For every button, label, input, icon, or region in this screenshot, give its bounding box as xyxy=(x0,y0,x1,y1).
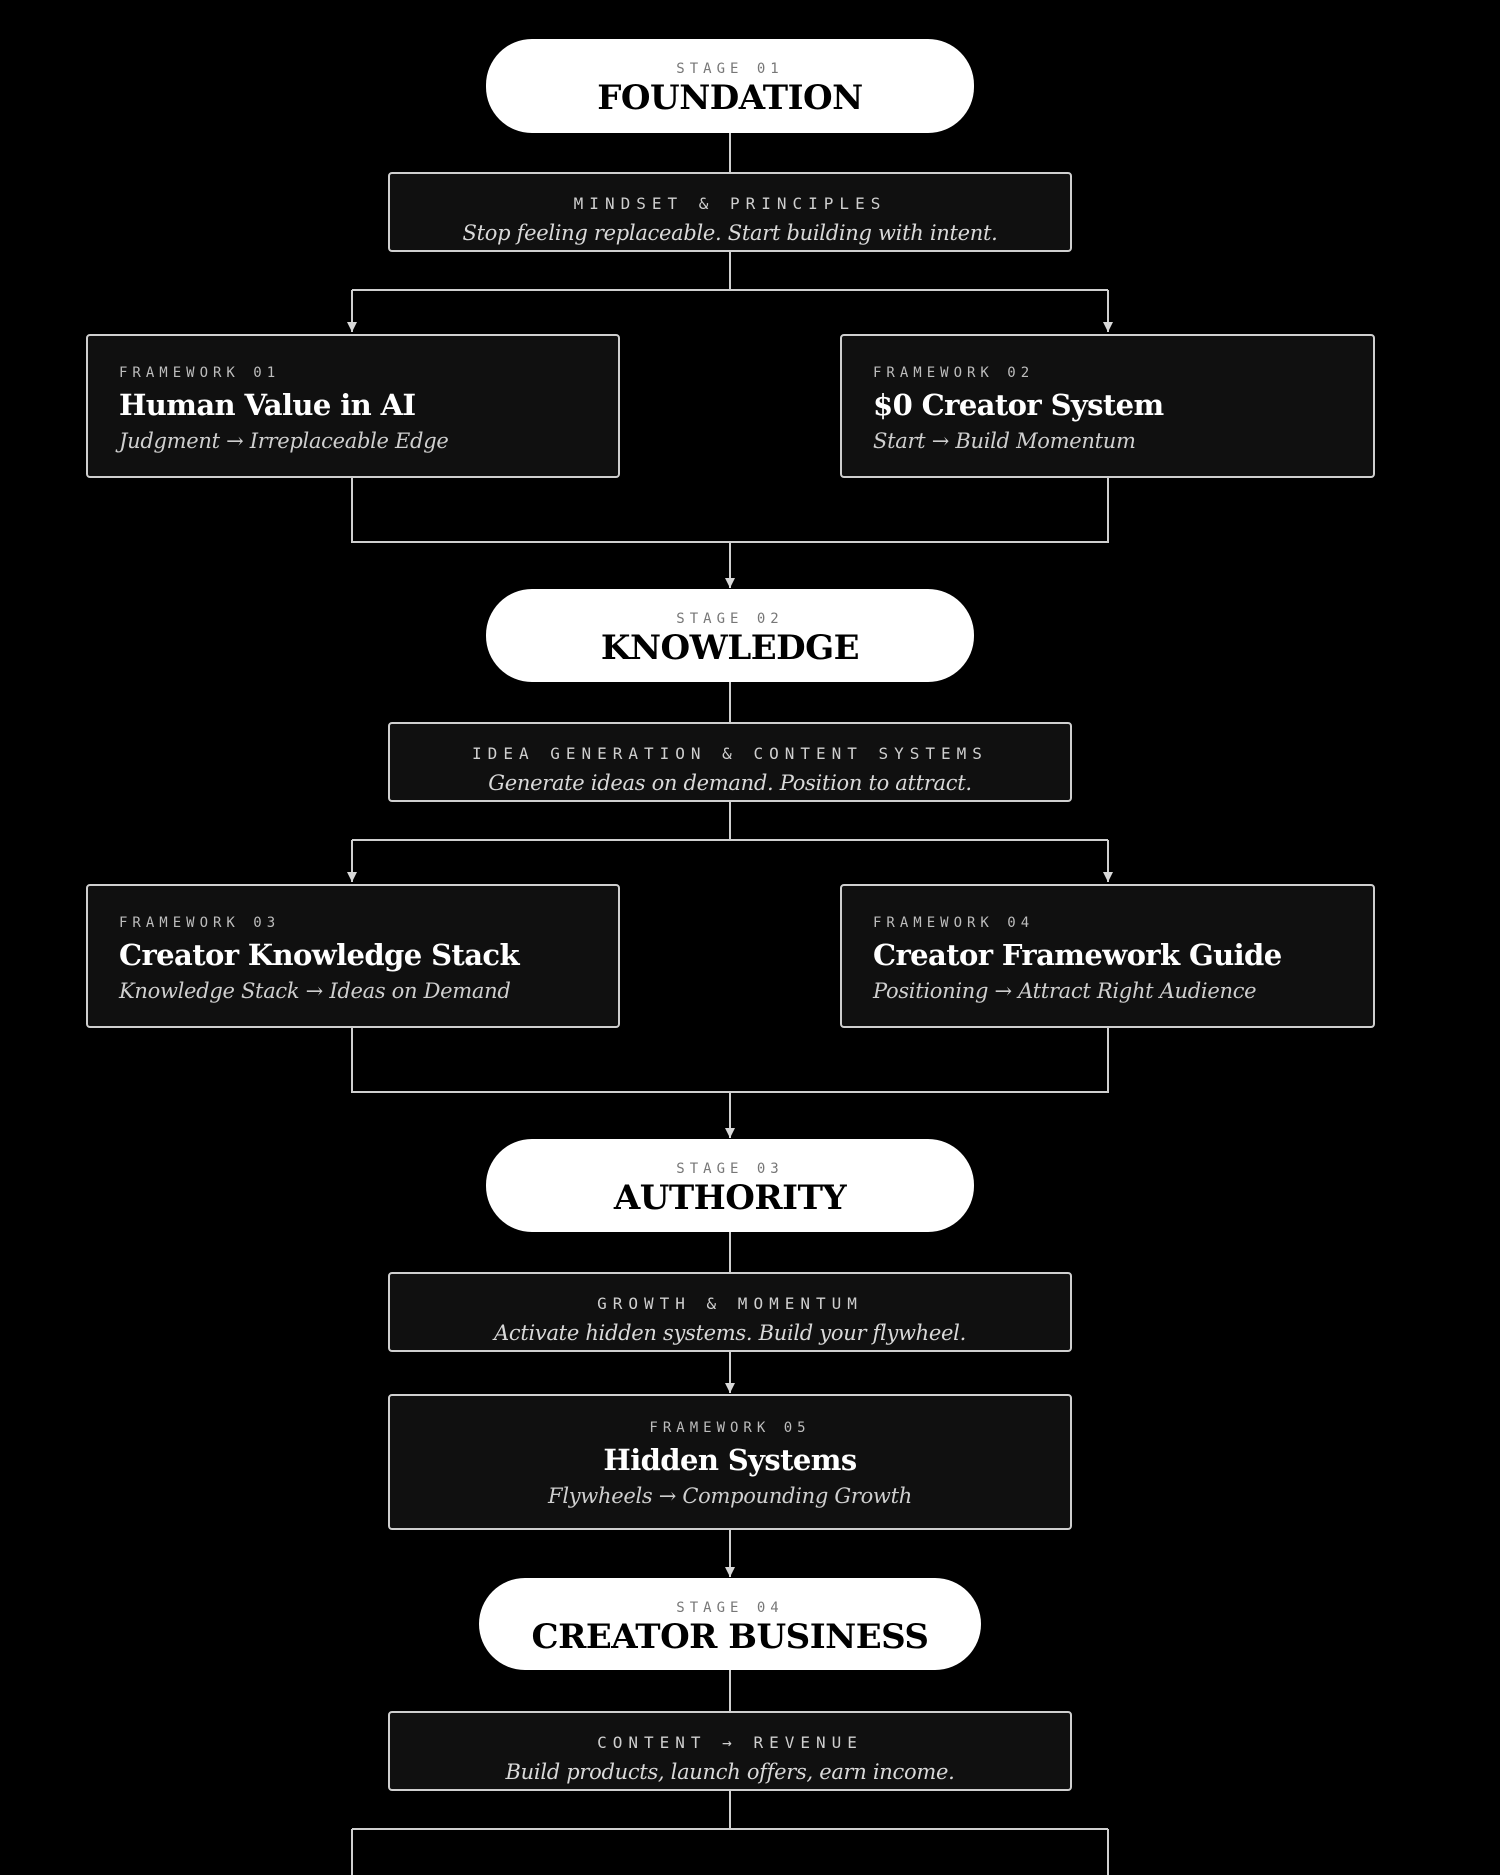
stage-4-tagline: Build products, launch offers, earn inco… xyxy=(505,1760,955,1784)
stage-4-subheading-box: CONTENT → REVENUE Build products, launch… xyxy=(388,1711,1072,1791)
stage-2-title: KNOWLEDGE xyxy=(600,628,860,668)
stage-3-kicker: STAGE 03 xyxy=(676,1161,784,1177)
stage-2-kicker: STAGE 02 xyxy=(676,611,784,627)
framework-02-title: $0 Creator System xyxy=(873,388,1164,422)
stage-4-subheading: CONTENT → REVENUE xyxy=(597,1733,863,1752)
framework-card-03: FRAMEWORK 03 Creator Knowledge Stack Kno… xyxy=(86,884,620,1028)
framework-05-title: Hidden Systems xyxy=(603,1443,857,1477)
framework-03-tagline: Knowledge Stack → Ideas on Demand xyxy=(119,979,511,1003)
stage-3-title: AUTHORITY xyxy=(613,1178,847,1218)
framework-01-title: Human Value in AI xyxy=(119,388,416,422)
framework-01-kicker: FRAMEWORK 01 xyxy=(119,365,281,381)
stage-4-kicker: STAGE 04 xyxy=(676,1600,784,1616)
framework-05-tagline: Flywheels → Compounding Growth xyxy=(548,1484,912,1508)
stage-2-subheading-box: IDEA GENERATION & CONTENT SYSTEMS Genera… xyxy=(388,722,1072,802)
framework-03-kicker: FRAMEWORK 03 xyxy=(119,915,281,931)
stage-1-tagline: Stop feeling replaceable. Start building… xyxy=(462,221,998,245)
framework-01-tagline: Judgment → Irreplaceable Edge xyxy=(119,429,449,453)
stage-3-subheading: GROWTH & MOMENTUM xyxy=(597,1294,863,1313)
stage-3-tagline: Activate hidden systems. Build your flyw… xyxy=(494,1321,966,1345)
framework-05-kicker: FRAMEWORK 05 xyxy=(649,1420,811,1436)
framework-card-05: FRAMEWORK 05 Hidden Systems Flywheels → … xyxy=(388,1394,1072,1530)
connector-merge xyxy=(351,478,1109,543)
stage-3-subheading-box: GROWTH & MOMENTUM Activate hidden system… xyxy=(388,1272,1072,1352)
framework-card-02: FRAMEWORK 02 $0 Creator System Start → B… xyxy=(840,334,1375,478)
stage-1-kicker: STAGE 01 xyxy=(676,61,784,77)
stage-4-title: CREATOR BUSINESS xyxy=(531,1617,929,1657)
framework-04-kicker: FRAMEWORK 04 xyxy=(873,915,1035,931)
stage-2-pill: STAGE 02 KNOWLEDGE xyxy=(486,589,974,682)
framework-card-04: FRAMEWORK 04 Creator Framework Guide Pos… xyxy=(840,884,1375,1028)
framework-04-tagline: Positioning → Attract Right Audience xyxy=(873,979,1257,1003)
stage-1-subheading: MINDSET & PRINCIPLES xyxy=(573,194,887,213)
framework-02-tagline: Start → Build Momentum xyxy=(873,429,1136,453)
framework-03-title: Creator Knowledge Stack xyxy=(119,938,520,972)
framework-04-title: Creator Framework Guide xyxy=(873,938,1282,972)
stage-1-title: FOUNDATION xyxy=(597,78,863,118)
stage-4-pill: STAGE 04 CREATOR BUSINESS xyxy=(479,1578,981,1670)
framework-card-01: FRAMEWORK 01 Human Value in AI Judgment … xyxy=(86,334,620,478)
stage-1-pill: STAGE 01 FOUNDATION xyxy=(486,39,974,133)
stage-1-subheading-box: MINDSET & PRINCIPLES Stop feeling replac… xyxy=(388,172,1072,252)
framework-02-kicker: FRAMEWORK 02 xyxy=(873,365,1035,381)
connector-merge xyxy=(351,1028,1109,1093)
stage-2-tagline: Generate ideas on demand. Position to at… xyxy=(488,771,972,795)
stage-2-subheading: IDEA GENERATION & CONTENT SYSTEMS xyxy=(472,744,988,763)
stage-3-pill: STAGE 03 AUTHORITY xyxy=(486,1139,974,1232)
